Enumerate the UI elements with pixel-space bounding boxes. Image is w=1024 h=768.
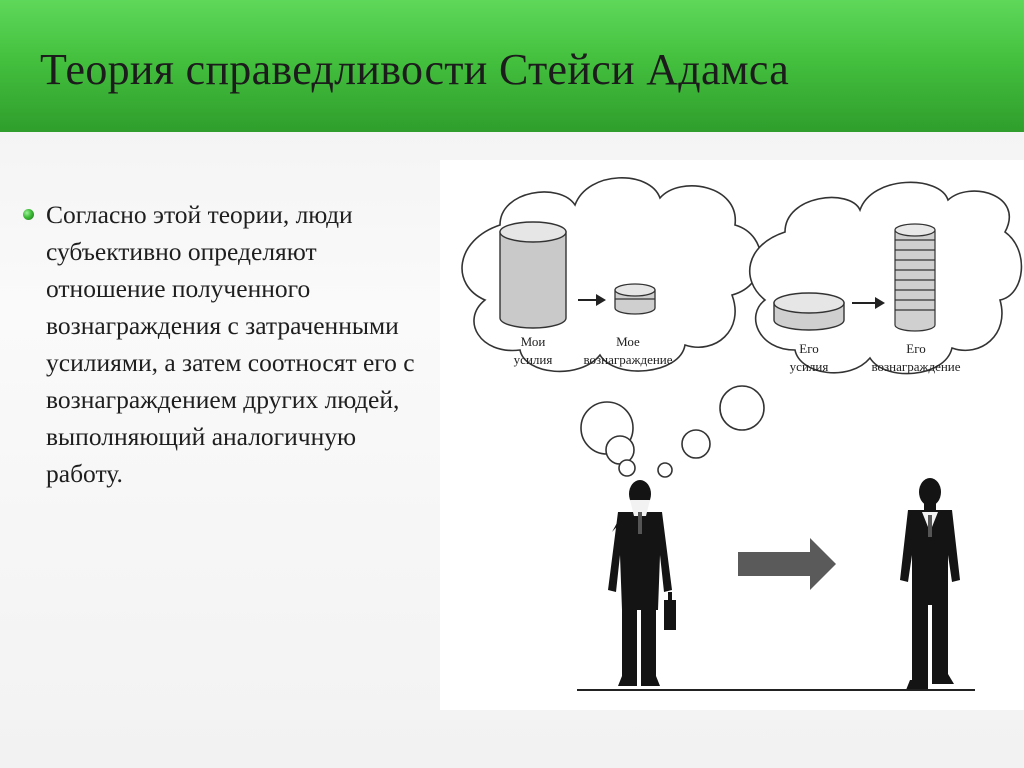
my-reward-label: Мое вознаграждение — [583, 334, 672, 367]
his-reward-label-line1: Его — [906, 341, 925, 356]
man-standing-silhouette — [900, 478, 960, 690]
arrow-right-icon — [738, 538, 836, 590]
his-reward-label-line2: вознаграждение — [871, 359, 960, 374]
his-effort-label-line2: усилия — [790, 359, 829, 374]
my-effort-label-line1: Мои — [521, 334, 546, 349]
thought-bubble-right-2 — [681, 429, 711, 459]
equity-theory-illustration: Мои усилия Мое вознаграждение — [440, 160, 1024, 710]
thought-bubble-right-1 — [719, 385, 765, 431]
my-effort-label: Мои усилия — [514, 334, 553, 367]
my-reward-label-line2: вознаграждение — [583, 352, 672, 367]
arrow-icon-right-cloud — [852, 297, 885, 309]
arrow-icon-left-cloud — [578, 294, 606, 306]
bullet-dot-icon — [23, 209, 34, 220]
slide-title: Теория справедливости Стейси Адамса — [40, 45, 790, 94]
his-reward-label: Его вознаграждение — [871, 341, 960, 374]
thought-bubble-right-3 — [657, 462, 673, 478]
title-bar: Теория справедливости Стейси Адамса — [0, 0, 1024, 132]
my-reward-label-line1: Мое — [616, 334, 640, 349]
his-effort-label: Его усилия — [790, 341, 829, 374]
his-reward-coin-stack — [894, 223, 936, 332]
thought-bubble-left-3 — [618, 459, 636, 477]
my-reward-coins — [614, 283, 656, 315]
illustration-svg: Мои усилия Мое вознаграждение — [440, 160, 1024, 710]
bullet-text: Согласно этой теории, люди субъективно о… — [46, 200, 415, 488]
his-effort-label-line1: Его — [799, 341, 818, 356]
his-effort-disc — [773, 292, 845, 331]
my-effort-cylinder — [499, 221, 567, 329]
man-on-phone-silhouette — [608, 480, 676, 686]
my-effort-label-line2: усилия — [514, 352, 553, 367]
